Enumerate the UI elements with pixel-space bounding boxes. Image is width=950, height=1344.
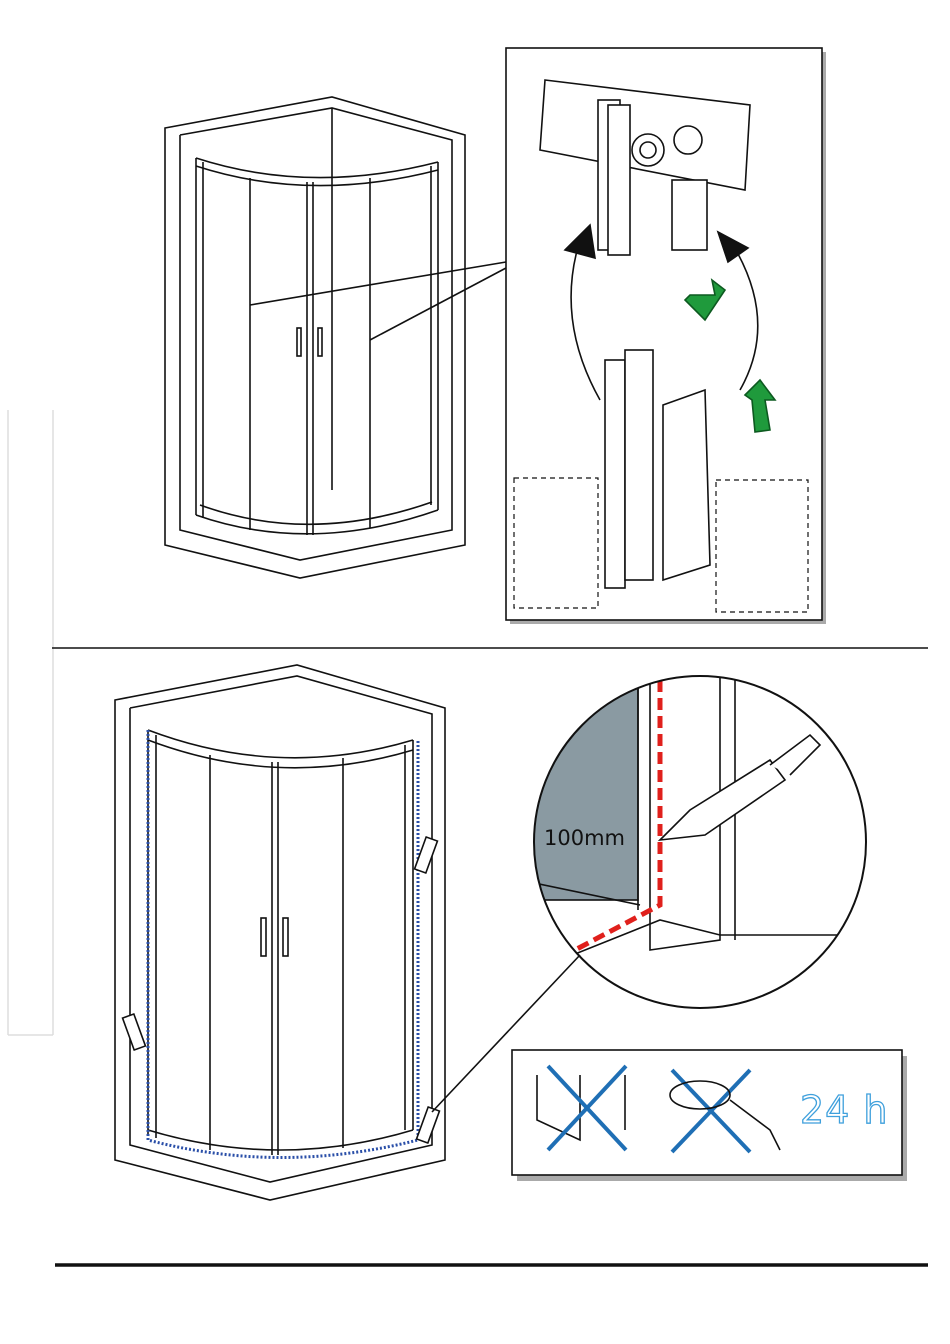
wait-24h-box <box>511 1049 907 1181</box>
shower-cabin-top <box>164 96 507 579</box>
sealant-dotted-line <box>146 730 420 1159</box>
no-door-icon <box>536 1075 626 1142</box>
caulking-gun-icon <box>657 733 822 842</box>
left-margin-bar <box>7 410 54 1036</box>
roller-detail-box <box>505 47 826 624</box>
cross-icon <box>546 1064 752 1154</box>
wait-time-label: 24 h <box>799 1087 889 1132</box>
green-arrow-down <box>683 278 727 322</box>
sealant-distance-label: 100mm <box>544 826 625 850</box>
shower-cabin-bottom <box>114 664 581 1201</box>
sealant-gun-icon <box>121 835 441 1145</box>
green-arrow-up <box>743 378 777 433</box>
no-shower-icon <box>669 1080 781 1151</box>
